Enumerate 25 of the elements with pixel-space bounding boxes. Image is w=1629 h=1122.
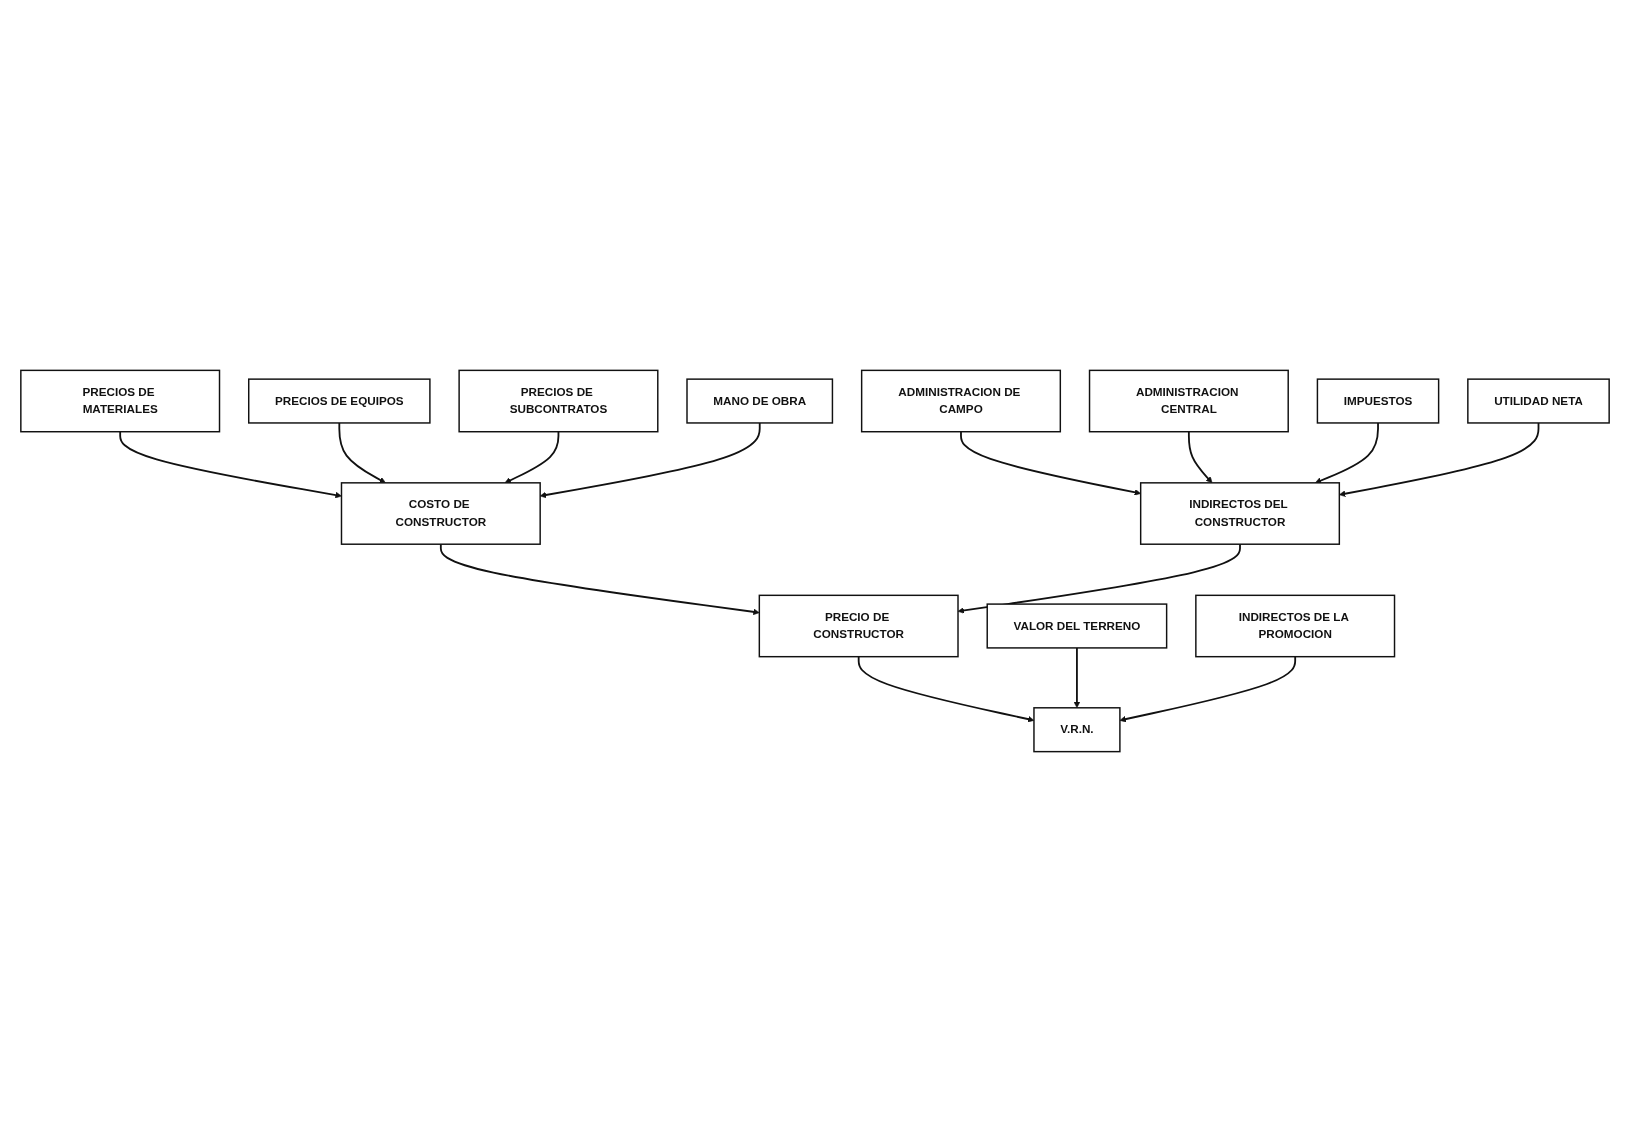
node-box: PRECIO DE CONSTRUCTOR — [758, 594, 959, 658]
node-box: V.R.N. — [1032, 707, 1121, 753]
arrow — [857, 655, 1034, 723]
arrow — [1119, 655, 1296, 723]
arrow — [1338, 422, 1539, 497]
node-box: PRECIOS DE MATERIALES — [19, 369, 220, 433]
node-box: ADMINISTRACION CENTRAL — [1088, 369, 1289, 433]
node-box: INDIRECTOS DE LA PROMOCION — [1194, 594, 1395, 658]
arrow — [1187, 430, 1212, 484]
arrow — [504, 430, 559, 484]
node-box: VALOR DEL TERRENO — [986, 603, 1167, 649]
arrow — [1314, 422, 1379, 484]
arrow — [539, 422, 761, 499]
arrow — [959, 430, 1141, 496]
node-box: IMPUESTOS — [1316, 378, 1439, 424]
arrow — [337, 422, 386, 484]
node-box: INDIRECTOS DEL CONSTRUCTOR — [1139, 482, 1340, 545]
node-box: COSTO DE CONSTRUCTOR — [340, 482, 541, 545]
node-box: UTILIDAD NETA — [1466, 378, 1610, 424]
node-box: PRECIOS DE SUBCONTRATOS — [457, 369, 658, 433]
node-box: PRECIOS DE EQUIPOS — [247, 378, 431, 424]
node-box: ADMINISTRACION DE CAMPO — [860, 369, 1061, 433]
arrow — [957, 543, 1241, 614]
node-box: MANO DE OBRA — [685, 378, 833, 424]
arrow — [1073, 647, 1080, 709]
